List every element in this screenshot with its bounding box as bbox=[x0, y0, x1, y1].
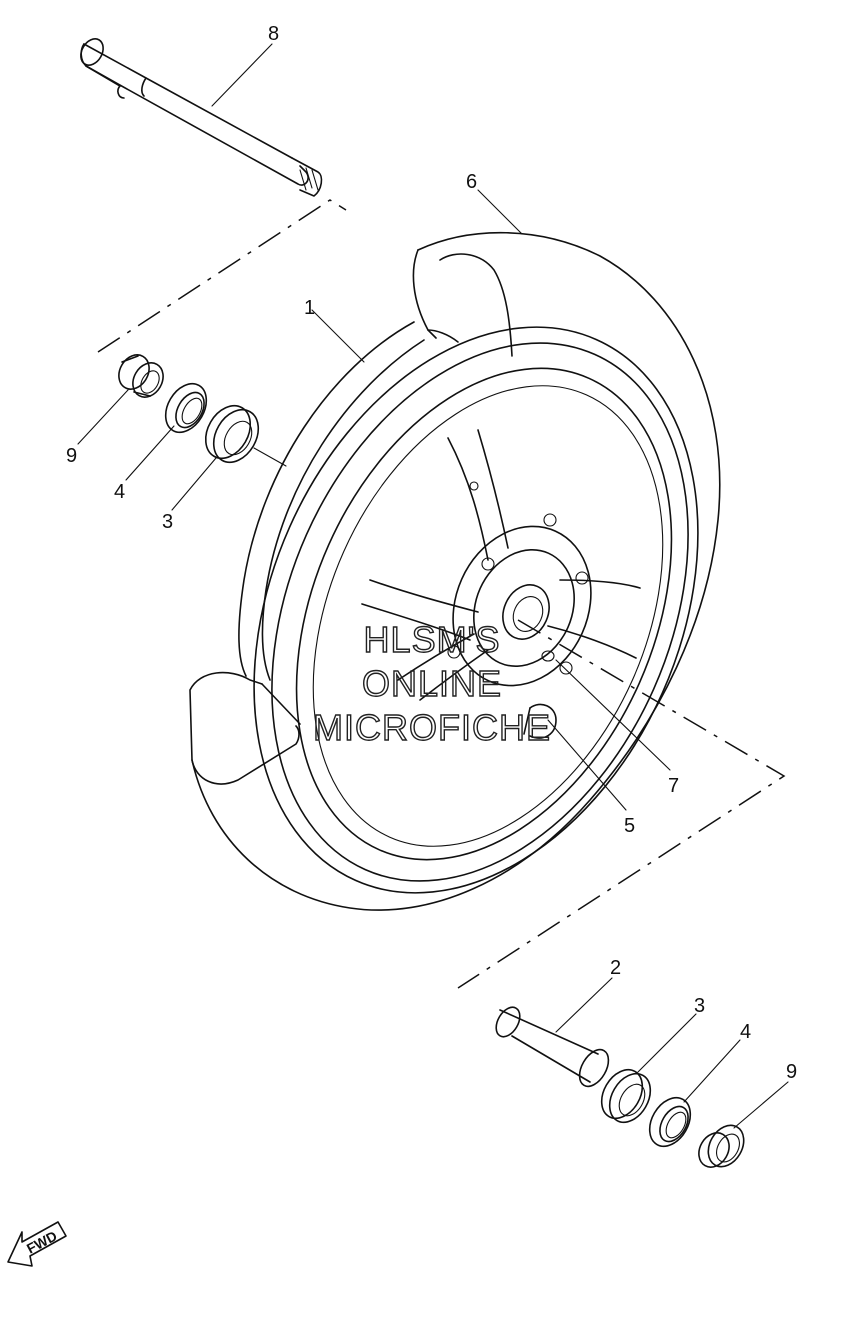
callout-3-top: 3 bbox=[162, 511, 173, 533]
fwd-direction-badge: FWD bbox=[7, 1221, 67, 1267]
callout-9-top: 9 bbox=[66, 445, 77, 467]
callout-8: 8 bbox=[268, 23, 279, 45]
callout-7: 7 bbox=[668, 775, 679, 797]
alignment-lines bbox=[97, 199, 786, 989]
watermark-line-3: MICROFICHE bbox=[313, 707, 551, 748]
leader-lines bbox=[77, 43, 789, 1129]
watermark: HLSM'S ONLINE MICROFICHE bbox=[312, 618, 551, 748]
collar-part-9-bottom bbox=[698, 1124, 745, 1168]
oil-seal-part-4-top bbox=[164, 382, 208, 434]
watermark-line-2: ONLINE bbox=[362, 663, 502, 704]
axle-part-8 bbox=[80, 38, 323, 197]
callout-2: 2 bbox=[610, 957, 621, 979]
wheel-assembly-part-1 bbox=[189, 231, 721, 911]
callout-9-bottom: 9 bbox=[786, 1061, 797, 1083]
watermark-line-1: HLSM'S bbox=[364, 619, 501, 660]
callout-5: 5 bbox=[624, 815, 635, 837]
callout-4-bottom: 4 bbox=[740, 1021, 751, 1043]
screw-part-7 bbox=[541, 650, 573, 675]
bearing-part-3-bottom bbox=[600, 1068, 652, 1124]
callout-1: 1 bbox=[304, 297, 315, 319]
callout-labels: 8 6 1 9 4 3 7 5 2 3 4 9 bbox=[66, 23, 797, 1083]
spacer-part-2 bbox=[495, 1006, 610, 1088]
callout-3-bottom: 3 bbox=[694, 995, 705, 1017]
collar-part-9-top bbox=[118, 354, 164, 398]
bearing-part-3-top bbox=[204, 404, 260, 464]
oil-seal-part-4-bottom bbox=[648, 1096, 692, 1148]
callout-6: 6 bbox=[466, 171, 477, 193]
callout-4-top: 4 bbox=[114, 481, 125, 503]
